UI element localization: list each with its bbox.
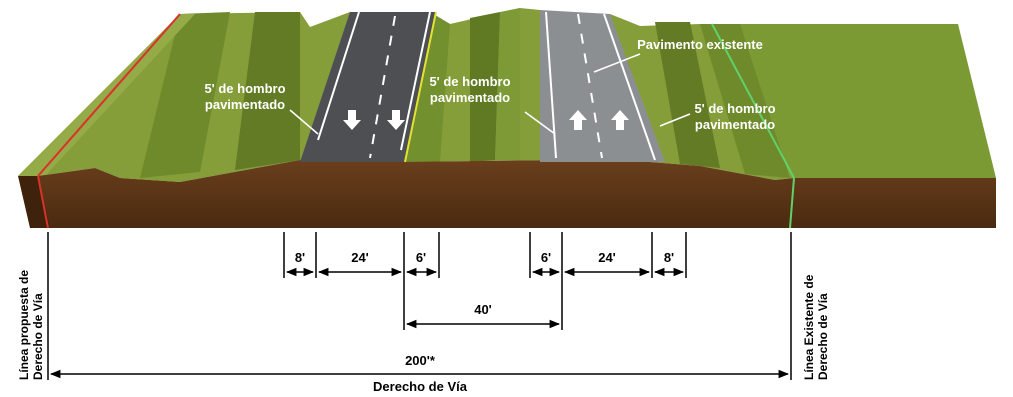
dim-left-shoulder-value: 8'	[295, 250, 305, 265]
dim-left-lanes-value: 24'	[351, 250, 369, 265]
svg-text:Pavimento existente: Pavimento existente	[637, 37, 763, 52]
svg-text:5' de hombro: 5' de hombro	[204, 81, 285, 96]
dimension-values: 8' 24' 6' 6' 24' 8' 40' 200'* Derecho de…	[295, 250, 674, 394]
existing-row-label: Línea Existente de Derecho de Vía	[802, 274, 830, 380]
shoulder-label-median: 5' de hombro pavimentado	[429, 74, 510, 105]
dim-left-median-shoulder-value: 6'	[416, 250, 426, 265]
median-edge-line	[404, 11, 437, 163]
dim-right-median-shoulder-value: 6'	[541, 250, 551, 265]
new-roadway	[300, 12, 436, 162]
svg-text:Línea Existente de: Línea Existente de	[802, 274, 816, 380]
arrow-up-icon	[569, 110, 587, 130]
dim-total-value: 200'*	[405, 353, 436, 368]
existing-pavement-label: Pavimento existente	[593, 37, 763, 73]
left-edge-highlight	[18, 14, 195, 176]
new-road-center-dash	[369, 15, 396, 159]
soil-block	[18, 160, 996, 228]
svg-text:Derecho de Vía: Derecho de Vía	[31, 293, 45, 380]
proposed-row-surface-line	[37, 13, 181, 177]
proposed-row-soil-line	[37, 175, 49, 229]
shoulder-label-right: 5' de hombro pavimentado	[659, 101, 776, 132]
median-band-1	[405, 12, 450, 162]
new-road-edge-left	[317, 11, 360, 141]
existing-pavement	[540, 10, 665, 162]
shoulder-label-left: 5' de hombro pavimentado	[204, 81, 319, 135]
soil-front-face	[18, 160, 996, 228]
existing-roadway	[540, 10, 665, 162]
arrow-down-icon	[387, 110, 405, 130]
new-road-edge-right	[400, 11, 431, 151]
soil-left-side	[18, 176, 50, 228]
right-slope-band	[700, 24, 790, 178]
dim-right-lanes-value: 24'	[598, 250, 616, 265]
arrow-up-icon	[611, 110, 629, 130]
left-ditch-band	[235, 12, 300, 170]
svg-text:pavimentado: pavimentado	[205, 97, 285, 112]
dim-median-value: 40'	[474, 302, 492, 317]
median-band-2	[470, 12, 500, 162]
proposed-row-label: Línea propuesta de Derecho de Vía	[17, 270, 45, 380]
existing-row-soil-line	[789, 177, 795, 229]
svg-text:pavimentado: pavimentado	[695, 117, 775, 132]
arrow-down-icon	[343, 110, 361, 130]
svg-text:5' de hombro: 5' de hombro	[694, 101, 775, 116]
svg-text:Derecho de Vía: Derecho de Vía	[816, 293, 830, 380]
right-ditch-band	[655, 22, 720, 168]
dim-total-caption: Derecho de Vía	[373, 379, 468, 394]
svg-text:Línea propuesta de: Línea propuesta de	[17, 270, 31, 380]
dimension-lines	[47, 232, 792, 380]
left-slope-band	[140, 12, 230, 178]
new-pavement	[300, 11, 437, 163]
shoulder-label-left-callout-median	[524, 111, 556, 135]
median-band-3	[495, 8, 520, 160]
existing-road-edge-right	[603, 13, 656, 161]
existing-row-surface-line	[711, 23, 795, 179]
dim-right-shoulder-value: 8'	[664, 250, 674, 265]
existing-road-center-dash	[577, 13, 603, 159]
svg-text:5' de hombro: 5' de hombro	[429, 74, 510, 89]
svg-text:pavimentado: pavimentado	[430, 90, 510, 105]
